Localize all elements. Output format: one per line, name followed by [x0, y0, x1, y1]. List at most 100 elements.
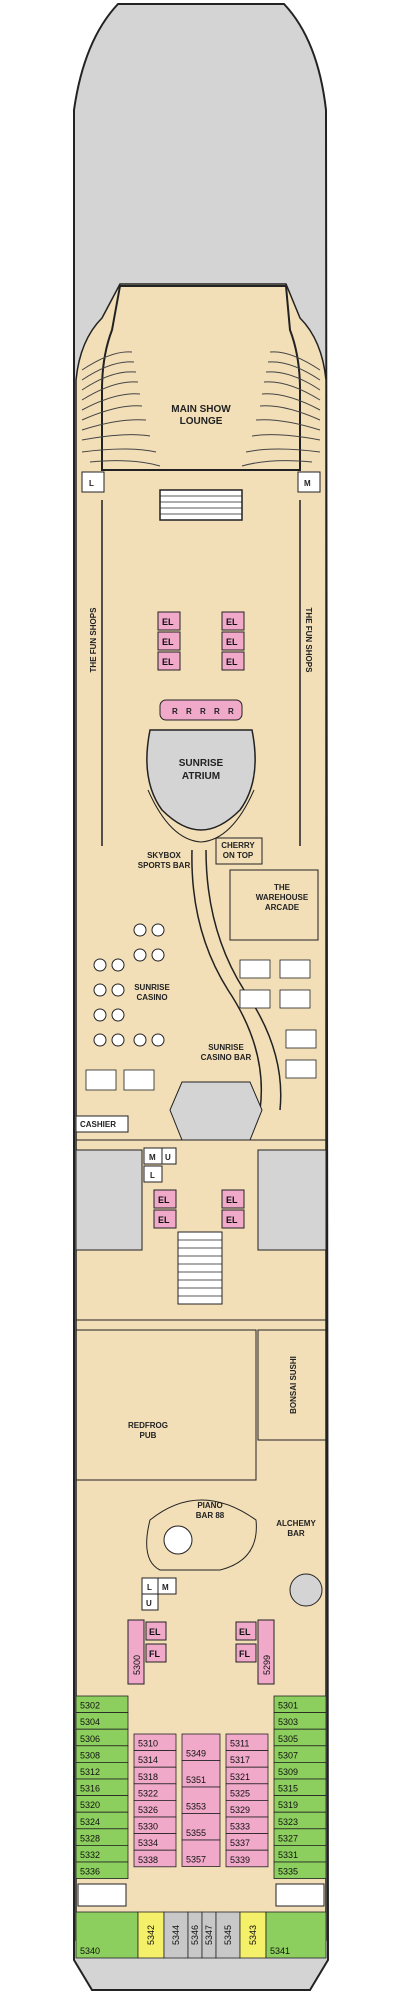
piano-bar-88[interactable]	[146, 1499, 257, 1571]
elevator-bank-mid[interactable]	[153, 1189, 245, 1229]
cabin-5329[interactable]: 5329	[225, 1800, 269, 1818]
cabin-5307[interactable]: 5307	[273, 1745, 327, 1763]
cabin-5337[interactable]: 5337	[225, 1833, 269, 1851]
cabin-5312[interactable]: 5312	[75, 1762, 129, 1780]
cabin-5304[interactable]: 5304	[75, 1712, 129, 1730]
cabin-5330[interactable]: 5330	[133, 1816, 177, 1835]
elevator-label: EL	[162, 657, 174, 667]
elevator-label: EL	[239, 1627, 251, 1637]
cabin-number: 5307	[278, 1750, 298, 1760]
fun-shops-left-label[interactable]: THE FUN SHOPS	[89, 607, 98, 673]
bonsai-sushi[interactable]	[257, 1329, 327, 1441]
cabin-5326[interactable]: 5326	[133, 1800, 177, 1818]
cabin-5318[interactable]: 5318	[133, 1766, 177, 1785]
cabin-5325[interactable]: 5325	[225, 1783, 269, 1801]
cabin-5331[interactable]: 5331	[273, 1845, 327, 1863]
bonsai-sushi-label: BONSAI SUSHI	[289, 1356, 298, 1414]
cabin-5322[interactable]: 5322	[133, 1783, 177, 1801]
cashier[interactable]	[75, 1115, 129, 1133]
cabin-number: 5322	[138, 1788, 158, 1798]
restroom-ladies-fwd[interactable]	[81, 471, 105, 493]
restroom-unisex-mid[interactable]	[161, 1147, 177, 1165]
cabin-number: 5355	[186, 1828, 206, 1838]
skybox-sports-bar-label-1: SKYBOX	[147, 851, 181, 860]
cabin-5309[interactable]: 5309	[273, 1762, 327, 1780]
cabin-5344[interactable]: 5344	[163, 1911, 189, 1959]
cabin-5306[interactable]: 5306	[75, 1728, 129, 1747]
cabin-5327[interactable]: 5327	[273, 1828, 327, 1846]
cabin-5301[interactable]: 5301	[273, 1695, 327, 1714]
cabin-5311[interactable]: 5311	[225, 1733, 269, 1752]
elevator-label: EL	[226, 1195, 238, 1205]
cabin-5347[interactable]: 5347	[201, 1911, 217, 1959]
cabin-5339[interactable]: 5339	[225, 1849, 269, 1868]
cabin-number: 5340	[80, 1946, 100, 1956]
cabin-5343[interactable]: 5343	[239, 1911, 267, 1959]
elevator-bank-aft[interactable]	[127, 1619, 275, 1685]
sunrise-casino-bar[interactable]	[169, 1081, 263, 1141]
sunrise-casino-label-2: CASINO	[136, 993, 167, 1002]
cabin-5324[interactable]: 5324	[75, 1811, 129, 1830]
cabin-5340[interactable]: 5340	[75, 1911, 139, 1959]
main-show-lounge[interactable]: MAIN SHOW LOUNGE	[81, 285, 321, 471]
cabin-5351[interactable]: 5351	[181, 1760, 221, 1788]
alchemy-bar[interactable]	[289, 1573, 323, 1607]
restroom-mens-fwd[interactable]	[297, 471, 321, 493]
restroom-unisex-aft-label: U	[146, 1599, 152, 1608]
cabin-5338[interactable]: 5338	[133, 1849, 177, 1868]
warehouse-arcade[interactable]	[229, 869, 319, 941]
cabin-5321[interactable]: 5321	[225, 1766, 269, 1785]
cabin-5319[interactable]: 5319	[273, 1795, 327, 1813]
alchemy-bar-label-1: ALCHEMY	[276, 1519, 316, 1528]
sunrise-atrium[interactable]	[146, 729, 256, 843]
atrium-restrooms[interactable]	[159, 699, 243, 721]
cabin-5335[interactable]: 5335	[273, 1861, 327, 1880]
elevator-bank-forward[interactable]	[157, 611, 245, 671]
cabin-number: 5343	[248, 1925, 258, 1945]
cabin-5346[interactable]: 5346	[187, 1911, 203, 1959]
cabin-5357[interactable]: 5357	[181, 1839, 221, 1867]
cabin-5320[interactable]: 5320	[75, 1795, 129, 1813]
restroom-mens-aft[interactable]	[157, 1577, 177, 1595]
cabin-number: 5344	[171, 1925, 181, 1945]
cabin-5332[interactable]: 5332	[75, 1845, 129, 1863]
cabin-5333[interactable]: 5333	[225, 1816, 269, 1835]
cabin-5305[interactable]: 5305	[273, 1728, 327, 1747]
stateroom-area: 5302530453065308531253165320532453285332…	[75, 1695, 327, 1959]
cabin-number: 5345	[223, 1925, 233, 1945]
fun-shops-right-label[interactable]: THE FUN SHOPS	[304, 608, 313, 674]
restroom-ladies-mid[interactable]	[143, 1165, 163, 1183]
cabin-5334[interactable]: 5334	[133, 1833, 177, 1851]
cabin-5314[interactable]: 5314	[133, 1750, 177, 1768]
cabin-5315[interactable]: 5315	[273, 1778, 327, 1797]
elevator-label: EL	[226, 657, 238, 667]
restroom-unisex-aft[interactable]	[141, 1593, 159, 1611]
cabin-5349[interactable]: 5349	[181, 1733, 221, 1761]
cabin-5316[interactable]: 5316	[75, 1778, 129, 1797]
cabin-5323[interactable]: 5323	[273, 1811, 327, 1830]
cabin-5353[interactable]: 5353	[181, 1786, 221, 1814]
cabin-5300[interactable]: 5300	[132, 1655, 142, 1675]
cabin-number: 5346	[190, 1925, 200, 1945]
cabin-5341[interactable]: 5341	[265, 1911, 327, 1959]
cabin-5355[interactable]: 5355	[181, 1813, 221, 1841]
cabin-5317[interactable]: 5317	[225, 1750, 269, 1768]
cabin-number: 5336	[80, 1867, 100, 1877]
cabin-5310[interactable]: 5310	[133, 1733, 177, 1752]
cabin-5302[interactable]: 5302	[75, 1695, 129, 1714]
skybox-sports-bar-label-2: SPORTS BAR	[138, 861, 191, 870]
restroom-label: R	[172, 707, 178, 716]
cabin-5299[interactable]: 5299	[262, 1655, 272, 1675]
cabin-5342[interactable]: 5342	[137, 1911, 165, 1959]
cabin-5328[interactable]: 5328	[75, 1828, 129, 1846]
cabin-number: 5305	[278, 1734, 298, 1744]
piano-bar-label-2: BAR 88	[196, 1511, 225, 1520]
cherry-on-top[interactable]	[215, 837, 263, 865]
cabin-5345[interactable]: 5345	[215, 1911, 241, 1959]
redfrog-pub[interactable]	[75, 1329, 257, 1481]
cabin-5308[interactable]: 5308	[75, 1745, 129, 1763]
warehouse-arcade-label-2: WAREHOUSE	[256, 893, 309, 902]
cabin-5303[interactable]: 5303	[273, 1712, 327, 1730]
cabin-5336[interactable]: 5336	[75, 1861, 129, 1880]
